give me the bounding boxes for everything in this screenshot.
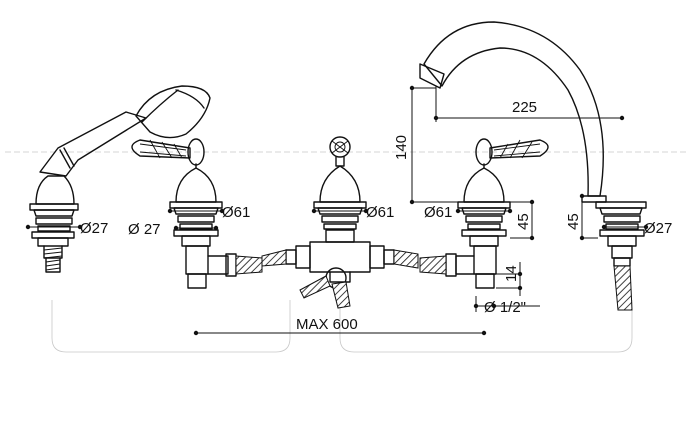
hand-shower [29,85,211,273]
diverter [261,136,419,309]
handshower-diameter-label: Ø27 [80,220,108,237]
spout [419,21,647,311]
connection-thread-label: Ø 1/2" [484,299,526,316]
spout-dimensions: 140 225 45 Ø27 [393,85,672,241]
max-width-label: MAX 600 [296,316,358,333]
left-valve-large-diameter-label: Ø61 [222,204,250,221]
construction-guides [5,151,686,353]
valve-height-label: 45 [515,213,532,230]
max-width-dimension: MAX 600 [193,316,487,336]
handshower-diameter-dimension: Ø27 [25,220,108,237]
spout-height-label: 140 [393,135,410,160]
spout-base-height-label: 45 [565,213,582,230]
spout-base-diameter-label: Ø27 [644,220,672,237]
spout-reach-label: 225 [512,99,537,116]
connection-length-label: 14 [503,265,520,282]
right-valve [419,138,549,289]
right-valve-diameter-label: Ø61 [424,204,452,221]
diverter-dimension: Ø61 [311,204,394,221]
left-valve-small-diameter-label: Ø 27 [128,221,161,238]
diverter-diameter-label: Ø61 [366,204,394,221]
right-valve-dimensions: Ø61 45 14 Ø 1/2" [424,199,540,316]
left-valve-dimensions: Ø61 Ø 27 [128,204,250,238]
left-valve [131,138,263,289]
